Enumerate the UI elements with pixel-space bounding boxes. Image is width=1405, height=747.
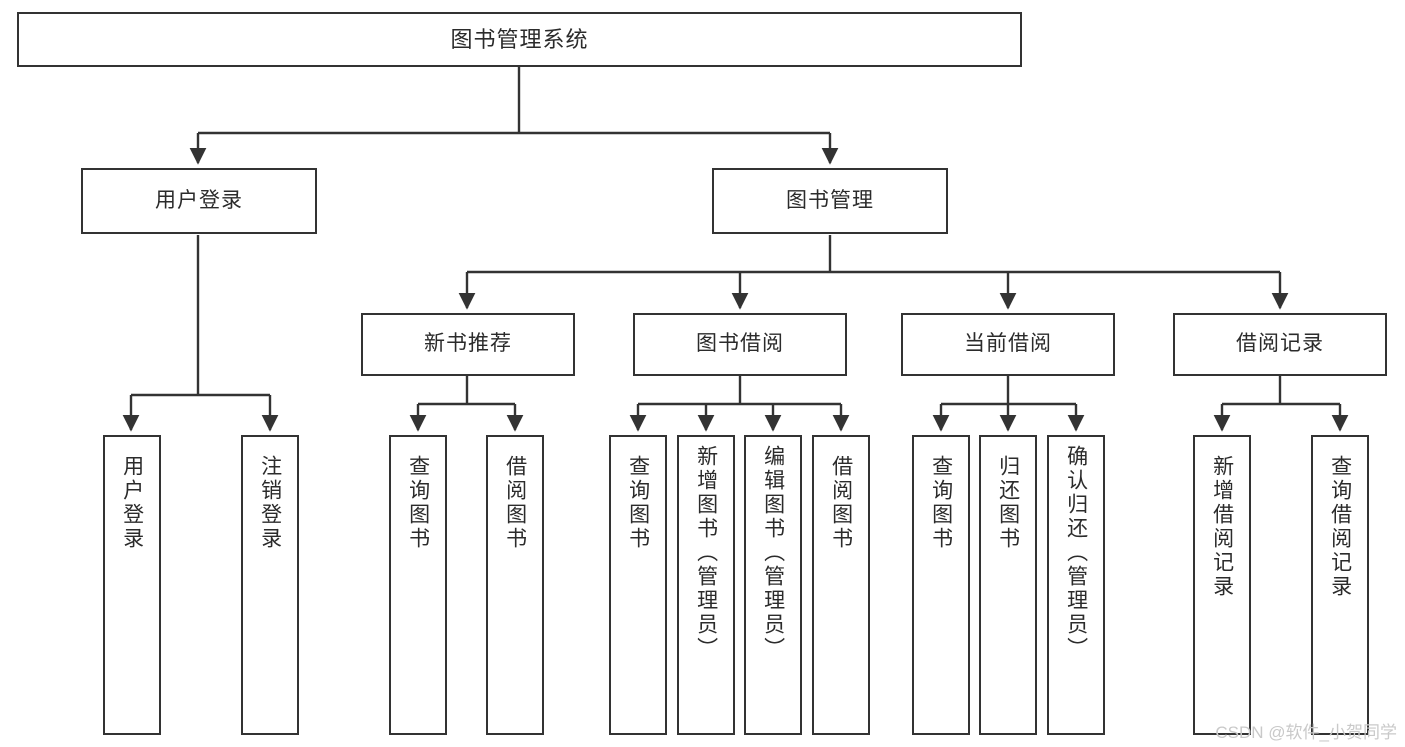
node-book-management-label: 图书管理	[786, 188, 874, 212]
node-borrow-record[interactable]: 借阅记录	[1173, 313, 1387, 376]
node-book-borrow-label: 图书借阅	[696, 332, 784, 356]
leaf-book-borrow-4[interactable]: 借阅图书	[812, 435, 870, 735]
leaf-user-login-1[interactable]: 用户登录	[103, 435, 161, 735]
leaf-book-borrow-1[interactable]: 查询图书	[609, 435, 667, 735]
leaf-borrow-record-2[interactable]: 查询借阅记录	[1311, 435, 1369, 735]
leaf-current-borrow-2-label: 归还图书	[996, 455, 1020, 551]
leaf-book-borrow-3[interactable]: 编辑图书（管理员）	[744, 435, 802, 735]
node-root-label: 图书管理系统	[450, 26, 589, 52]
node-user-login-label: 用户登录	[155, 188, 243, 212]
node-current-borrow[interactable]: 当前借阅	[901, 313, 1115, 376]
node-current-borrow-label: 当前借阅	[964, 332, 1052, 356]
leaf-book-borrow-1-label: 查询图书	[626, 455, 650, 551]
csdn-watermark: CSDN @软件_小贺同学	[1215, 723, 1397, 742]
node-borrow-record-label: 借阅记录	[1236, 332, 1324, 356]
leaf-borrow-record-1[interactable]: 新增借阅记录	[1193, 435, 1251, 735]
leaf-user-login-1-label: 用户登录	[120, 455, 144, 551]
leaf-borrow-record-2-label: 查询借阅记录	[1328, 455, 1352, 599]
node-book-borrow[interactable]: 图书借阅	[633, 313, 847, 376]
leaf-current-borrow-2[interactable]: 归还图书	[979, 435, 1037, 735]
node-root[interactable]: 图书管理系统	[17, 12, 1022, 67]
leaf-book-borrow-3-label: 编辑图书（管理员）	[761, 445, 785, 661]
leaf-book-borrow-4-label: 借阅图书	[829, 455, 853, 551]
node-new-book-recommend-label: 新书推荐	[424, 332, 512, 356]
leaf-book-borrow-2-label: 新增图书（管理员）	[694, 445, 718, 661]
leaf-new-book-2-label: 借阅图书	[503, 455, 527, 551]
node-book-management[interactable]: 图书管理	[712, 168, 948, 234]
leaf-user-login-2-label: 注销登录	[258, 455, 282, 551]
leaf-new-book-1-label: 查询图书	[406, 455, 430, 551]
leaf-current-borrow-1-label: 查询图书	[929, 455, 953, 551]
leaf-current-borrow-1[interactable]: 查询图书	[912, 435, 970, 735]
leaf-current-borrow-3[interactable]: 确认归还（管理员）	[1047, 435, 1105, 735]
leaf-new-book-1[interactable]: 查询图书	[389, 435, 447, 735]
leaf-book-borrow-2[interactable]: 新增图书（管理员）	[677, 435, 735, 735]
leaf-current-borrow-3-label: 确认归还（管理员）	[1064, 445, 1088, 661]
leaf-user-login-2[interactable]: 注销登录	[241, 435, 299, 735]
node-new-book-recommend[interactable]: 新书推荐	[361, 313, 575, 376]
node-user-login[interactable]: 用户登录	[81, 168, 317, 234]
leaf-new-book-2[interactable]: 借阅图书	[486, 435, 544, 735]
leaf-borrow-record-1-label: 新增借阅记录	[1210, 455, 1234, 599]
